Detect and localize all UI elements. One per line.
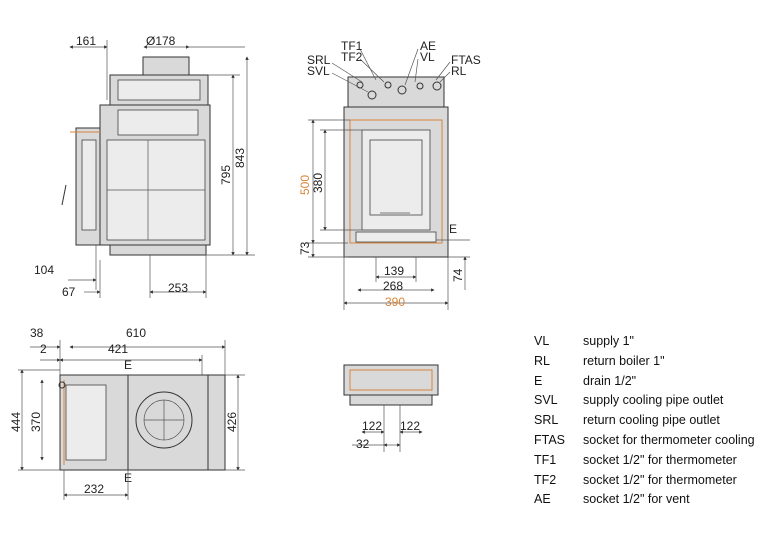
dim-38: 38 [30, 326, 44, 340]
plan-flue-circle [135, 391, 193, 449]
dim-500: 500 [298, 175, 312, 195]
dim-390: 390 [385, 295, 405, 309]
legend-row: TF1 socket 1/2" for thermometer [534, 453, 772, 473]
legend-row: VL supply 1" [534, 334, 772, 354]
dim-795: 795 [219, 165, 233, 185]
legend-desc: socket 1/2" for thermometer [583, 452, 737, 467]
legend-code: TF1 [534, 452, 557, 467]
legend-desc: socket for thermometer cooling [583, 432, 755, 447]
legend-code: RL [534, 353, 550, 368]
plan-flue-section [127, 374, 209, 471]
label-svl: SVL [307, 64, 330, 78]
label-e-plan-top: E [124, 358, 132, 372]
dim-122-left: 122 [362, 419, 382, 433]
small-front-base [349, 394, 433, 406]
legend-desc: return cooling pipe outlet [583, 413, 720, 428]
legend-desc: socket 1/2" for vent [583, 492, 690, 507]
dim-421: 421 [108, 342, 128, 356]
dim-67: 67 [62, 285, 76, 299]
label-srl: SRL [307, 53, 331, 67]
front-view: SRL SVL TF1 TF2 AE VL FTAS RL 500 380 73… [298, 39, 481, 310]
legend-row: AE socket 1/2" for vent [534, 492, 772, 512]
legend-row: SRL return cooling pipe outlet [534, 413, 772, 433]
label-ae: AE [420, 39, 436, 53]
legend-code: TF2 [534, 472, 557, 487]
legend-row: FTAS socket for thermometer cooling [534, 433, 772, 453]
side-view: 161 Ø178 795 843 104 67 253 [34, 34, 255, 299]
front-top-connections [347, 76, 445, 108]
front-glass [369, 139, 423, 216]
dim-426: 426 [225, 412, 239, 432]
dim-122-right: 122 [400, 419, 420, 433]
label-rl: RL [451, 64, 467, 78]
dim-843: 843 [233, 148, 247, 168]
legend-code: FTAS [534, 432, 566, 447]
dim-610: 610 [126, 326, 146, 340]
dim-74: 74 [451, 268, 465, 282]
label-tf2: TF2 [341, 50, 363, 64]
dim-370: 370 [29, 412, 43, 432]
dim-380: 380 [311, 173, 325, 193]
legend-desc: drain 1/2" [583, 373, 637, 388]
legend-code: VL [534, 334, 550, 348]
legend-desc: supply cooling pipe outlet [583, 393, 724, 408]
legend-desc: socket 1/2" for thermometer [583, 472, 737, 487]
legend-row: RL return boiler 1" [534, 354, 772, 374]
legend-desc: return boiler 1" [583, 353, 665, 368]
label-tf1: TF1 [341, 39, 363, 53]
side-base [109, 244, 207, 256]
dim-253: 253 [168, 281, 188, 295]
dim-232: 232 [84, 482, 104, 496]
legend-desc: supply 1" [583, 334, 634, 348]
label-ftas: FTAS [451, 53, 481, 67]
dim-268: 268 [383, 279, 403, 293]
dim-73: 73 [298, 241, 312, 255]
dim-104: 104 [34, 263, 54, 277]
legend-row: TF2 socket 1/2" for thermometer [534, 473, 772, 493]
small-front-view: 122 122 32 [343, 364, 439, 452]
dim-161: 161 [76, 34, 96, 48]
plan-view: 38 610 2 421 444 370 426 E E 232 [9, 326, 245, 500]
side-flue-collar [142, 56, 190, 76]
legend-row: SVL supply cooling pipe outlet [534, 393, 772, 413]
dim-2: 2 [40, 342, 47, 356]
dim-139: 139 [384, 264, 404, 278]
plan-right-section [207, 374, 226, 471]
dim-444: 444 [9, 412, 23, 432]
legend-code: SVL [534, 393, 558, 408]
legend-code: E [534, 373, 543, 388]
dim-diameter-178: Ø178 [146, 34, 176, 48]
legend-code: SRL [534, 413, 559, 428]
label-vl: VL [420, 50, 435, 64]
legend-code: AE [534, 492, 551, 507]
dim-32: 32 [356, 437, 370, 451]
label-e-front: E [449, 222, 457, 236]
